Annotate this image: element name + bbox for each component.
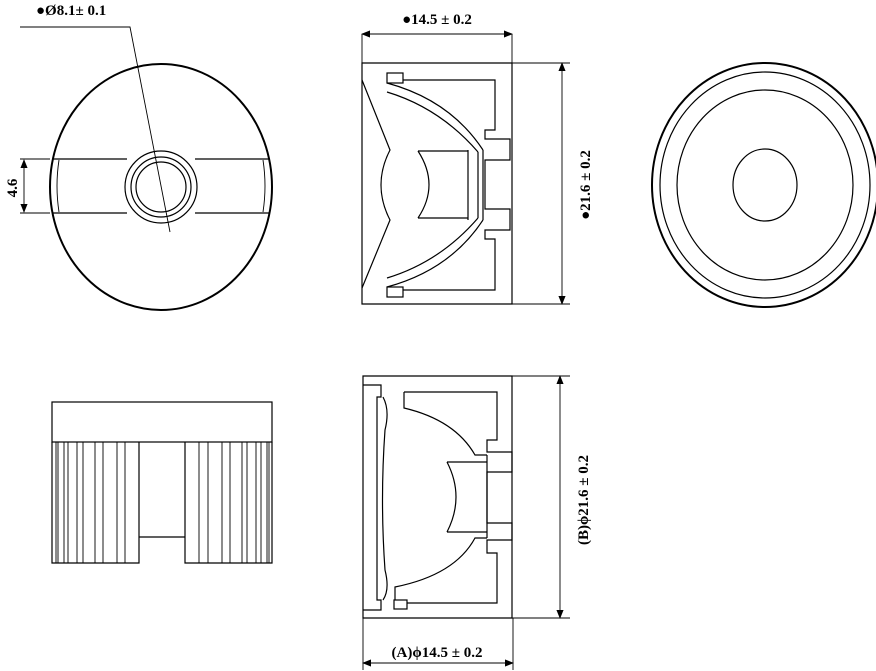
front-view-rings xyxy=(651,62,876,308)
top-width-label: ●14.5 ± 0.2 xyxy=(402,12,472,28)
bottom-width-label: (A)ϕ14.5 ± 0.2 xyxy=(392,645,483,661)
bottom-section-view: (B)ϕ21.6 ± 0.2 (A)ϕ14.5 ± 0.2 xyxy=(362,375,592,670)
top-section-view: ●14.5 ± 0.2 ●21.6 ± 0.2 xyxy=(361,12,594,305)
top-view-with-hole: ●Ø8.1± 0.1 4.6 xyxy=(5,3,273,311)
hole-diameter-label: ●Ø8.1± 0.1 xyxy=(36,3,106,19)
side-view-fins xyxy=(51,401,273,564)
band-width-label: 4.6 xyxy=(5,178,21,197)
top-height-label: ●21.6 ± 0.2 xyxy=(578,150,594,220)
bottom-height-label: (B)ϕ21.6 ± 0.2 xyxy=(576,455,592,545)
